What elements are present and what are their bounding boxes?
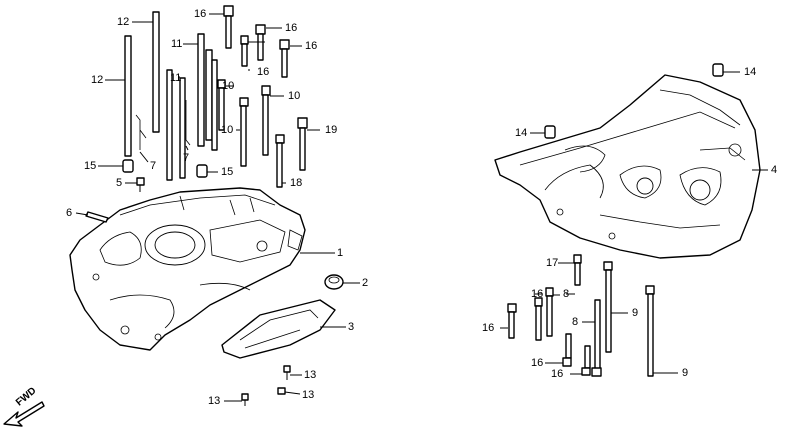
callout-9-lower: 9 <box>682 367 689 379</box>
bolt-part-10 <box>217 79 271 167</box>
callout-13-b: 13 <box>302 389 315 401</box>
callout-11-upper: 11 <box>171 38 183 50</box>
fwd-arrow-icon <box>3 401 45 427</box>
callout-19: 19 <box>325 124 338 136</box>
callout-16-h: 16 <box>551 368 564 380</box>
callout-17: 17 <box>546 257 559 269</box>
callout-10-a: 10 <box>222 80 235 92</box>
callout-16-e: 16 <box>531 288 544 300</box>
lower-bolts <box>507 254 655 377</box>
callout-14-right: 14 <box>744 66 757 78</box>
callout-16-b: 16 <box>285 22 298 34</box>
dowel-part-14 <box>544 63 724 139</box>
callout-16-d: 16 <box>257 66 270 78</box>
callout-8-lower: 8 <box>572 316 579 328</box>
callout-16-g: 16 <box>531 357 544 369</box>
callout-13-c: 13 <box>208 395 221 407</box>
upper-crankcase-part-1 <box>69 187 306 351</box>
callout-10-c: 10 <box>221 124 234 136</box>
callout-1: 1 <box>337 247 344 259</box>
callout-7-right: 7 <box>183 152 190 164</box>
callout-9-upper: 9 <box>632 307 639 319</box>
callout-15-left: 15 <box>84 160 97 172</box>
callout-6: 6 <box>66 207 73 219</box>
callout-16-a: 16 <box>194 8 207 20</box>
callout-16-c: 16 <box>305 40 318 52</box>
callout-11-lower: 11 <box>170 72 182 84</box>
bolt-part-19 <box>297 117 308 171</box>
callout-4: 4 <box>771 164 778 176</box>
bolt-part-13 <box>241 365 291 406</box>
dowel-pin-part-6 <box>85 211 109 223</box>
callout-13-a: 13 <box>304 369 317 381</box>
callout-12-lower: 12 <box>91 74 104 86</box>
bolt-part-7 <box>135 100 191 150</box>
bolt-part-18 <box>275 134 285 188</box>
callout-5: 5 <box>116 177 123 189</box>
callout-12-upper: 12 <box>117 16 130 28</box>
bolt-part-16-top <box>223 5 290 78</box>
bolt-part-5 <box>136 177 145 192</box>
dowel-part-15 <box>122 159 208 178</box>
callout-3: 3 <box>348 321 355 333</box>
callout-2: 2 <box>362 277 369 289</box>
plate-part-3 <box>221 299 336 359</box>
leader-lines <box>75 13 768 402</box>
callout-10-b: 10 <box>288 90 301 102</box>
callout-15-right: 15 <box>221 166 234 178</box>
callout-16-f: 16 <box>482 322 495 334</box>
callout-18: 18 <box>290 177 303 189</box>
lower-crankcase-part-4 <box>494 74 761 259</box>
callout-8-upper: 8 <box>563 288 570 300</box>
plug-part-2 <box>324 274 344 290</box>
stud-bolts-left <box>124 11 218 181</box>
callout-14-left: 14 <box>515 127 528 139</box>
callout-7-left: 7 <box>150 160 157 172</box>
